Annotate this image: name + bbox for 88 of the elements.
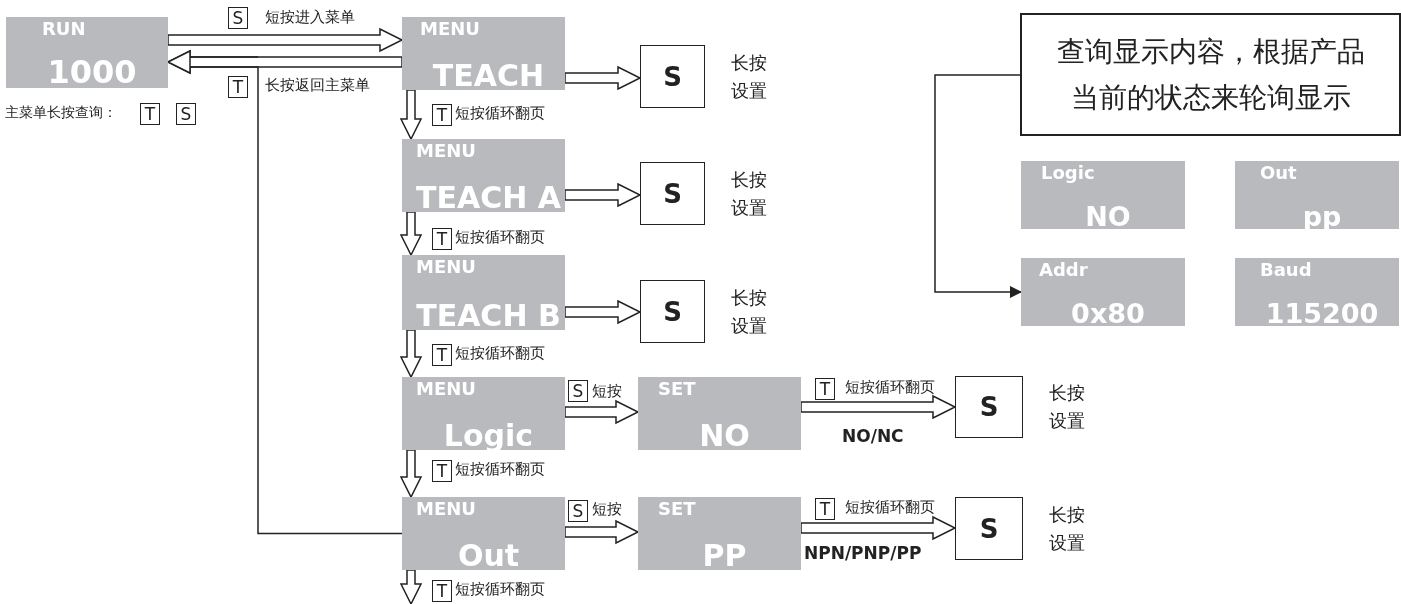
display-label: MENU [416,498,476,519]
note-text: 长按设置 [731,285,768,338]
note-text: 长按设置 [1049,381,1086,433]
display-box [1235,258,1399,326]
display-box [1021,258,1185,326]
display-label: SET [658,378,696,399]
key-label: T [140,103,160,125]
display-label: MENU [416,256,476,277]
display-label: RUN [42,18,86,39]
display-value: TEACH A [415,180,562,215]
hollow-arrow [167,27,404,53]
display-value: PP [701,538,748,573]
display-value: NO [698,418,751,453]
option-text: NO/NC [842,426,904,446]
note-text: 长按设置 [731,167,768,220]
display-value: 0x80 [1070,298,1146,329]
hollow-arrow [564,399,640,425]
display-label: Addr [1039,259,1088,280]
hollow-arrow [399,329,423,379]
note-text: 长按设置 [1049,502,1086,555]
display-value: TEACH [431,58,546,93]
key-box: S [955,497,1023,560]
display-box [402,497,565,570]
key-box: S [640,162,705,225]
edge-label: 短按循环翻页 [845,498,935,517]
key-label: T [432,228,452,250]
display-value: NO [1084,201,1132,232]
edge-label: 短按循环翻页 [455,104,545,123]
note-text: 主菜单长按查询： [5,104,117,122]
display-box [638,497,801,570]
hollow-arrow [564,299,642,325]
hollow-arrow [564,182,642,208]
hollow-arrow [399,89,423,141]
display-label: MENU [416,378,476,399]
edge-label: 短按 [592,382,622,401]
display-value: TEACH B [415,298,562,333]
edge-label: 长按返回主菜单 [265,76,370,95]
hollow-arrow [564,65,642,91]
hollow-arrow [399,569,423,604]
hollow-arrow [800,394,957,420]
key-label: T [815,498,835,520]
display-box [1021,161,1185,229]
hollow-arrow [167,50,403,535]
arrow [934,74,1022,298]
display-value: 1000 [46,53,138,91]
edge-label: 短按循环翻页 [455,460,545,479]
display-box [402,139,565,212]
note-text: 长按设置 [731,50,768,103]
key-label: T [432,580,452,602]
key-label: T [432,104,452,126]
display-box [6,17,168,88]
edge-label: 短按循环翻页 [455,580,545,599]
key-label: T [228,76,248,98]
key-box: S [640,45,705,108]
key-label: S [568,500,588,522]
display-box [402,255,565,330]
display-label: Baud [1260,259,1312,280]
display-label: MENU [420,18,480,39]
key-box: S [640,280,705,343]
key-label: T [432,344,452,366]
key-label: T [815,378,835,400]
display-value: 115200 [1264,298,1380,329]
display-label: Out [1260,162,1297,183]
key-label: S [568,380,588,402]
key-label: S [228,7,248,29]
display-value: Out [456,538,521,573]
key-label: T [432,460,452,482]
display-box [638,377,801,450]
option-text: NPN/PNP/PP [804,543,922,563]
edge-label: 短按循环翻页 [455,344,545,363]
display-label: MENU [416,140,476,161]
hollow-arrow [800,515,957,541]
display-value: Logic [442,418,535,453]
display-label: SET [658,498,696,519]
key-box: S [955,376,1023,438]
info-box: 查询显示内容，根据产品当前的状态来轮询显示 [1020,13,1401,136]
edge-label: 短按 [592,500,622,519]
key-label: S [176,103,196,125]
display-box [1235,161,1399,229]
display-label: Logic [1041,162,1095,183]
edge-label: 短按循环翻页 [845,378,935,397]
hollow-arrow [564,519,640,545]
hollow-arrow [399,211,423,257]
hollow-arrow [399,449,423,499]
edge-label: 短按循环翻页 [455,228,545,247]
edge-label: 短按进入菜单 [265,8,355,27]
display-box [402,17,565,90]
display-box [402,377,565,450]
